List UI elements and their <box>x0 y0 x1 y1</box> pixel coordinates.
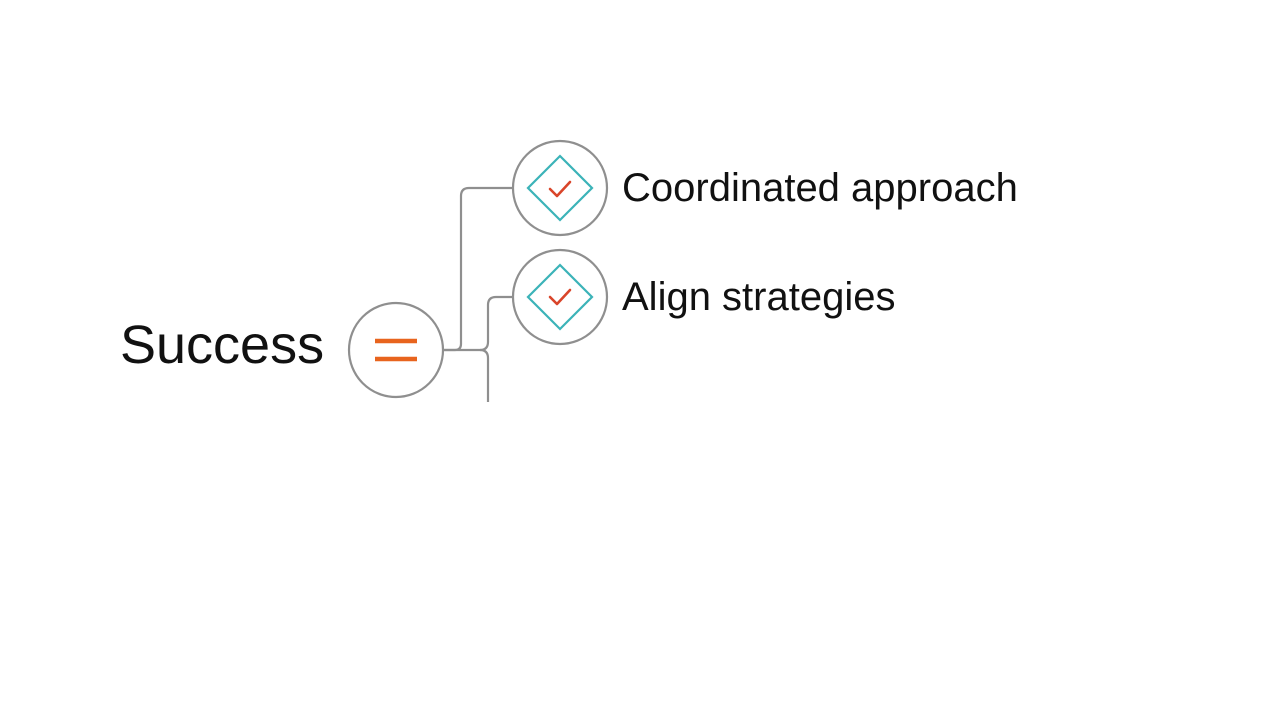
connector-to-item-1 <box>443 186 513 352</box>
check-icon <box>548 288 572 306</box>
connector-lines <box>443 186 513 402</box>
connector-to-item-2 <box>443 295 513 352</box>
connector-to-item-3-partial <box>479 348 490 402</box>
item-label-coordinated-approach: Coordinated approach <box>622 166 1018 210</box>
item-2-node <box>511 248 609 346</box>
check-icon <box>548 180 572 198</box>
item-label-align-strategies: Align strategies <box>622 275 896 319</box>
diamond-icon <box>526 154 594 222</box>
equals-node <box>347 301 445 399</box>
item-1-node <box>511 139 609 237</box>
equals-icon <box>375 338 417 362</box>
success-title: Success <box>120 315 325 375</box>
diamond-icon <box>526 263 594 331</box>
